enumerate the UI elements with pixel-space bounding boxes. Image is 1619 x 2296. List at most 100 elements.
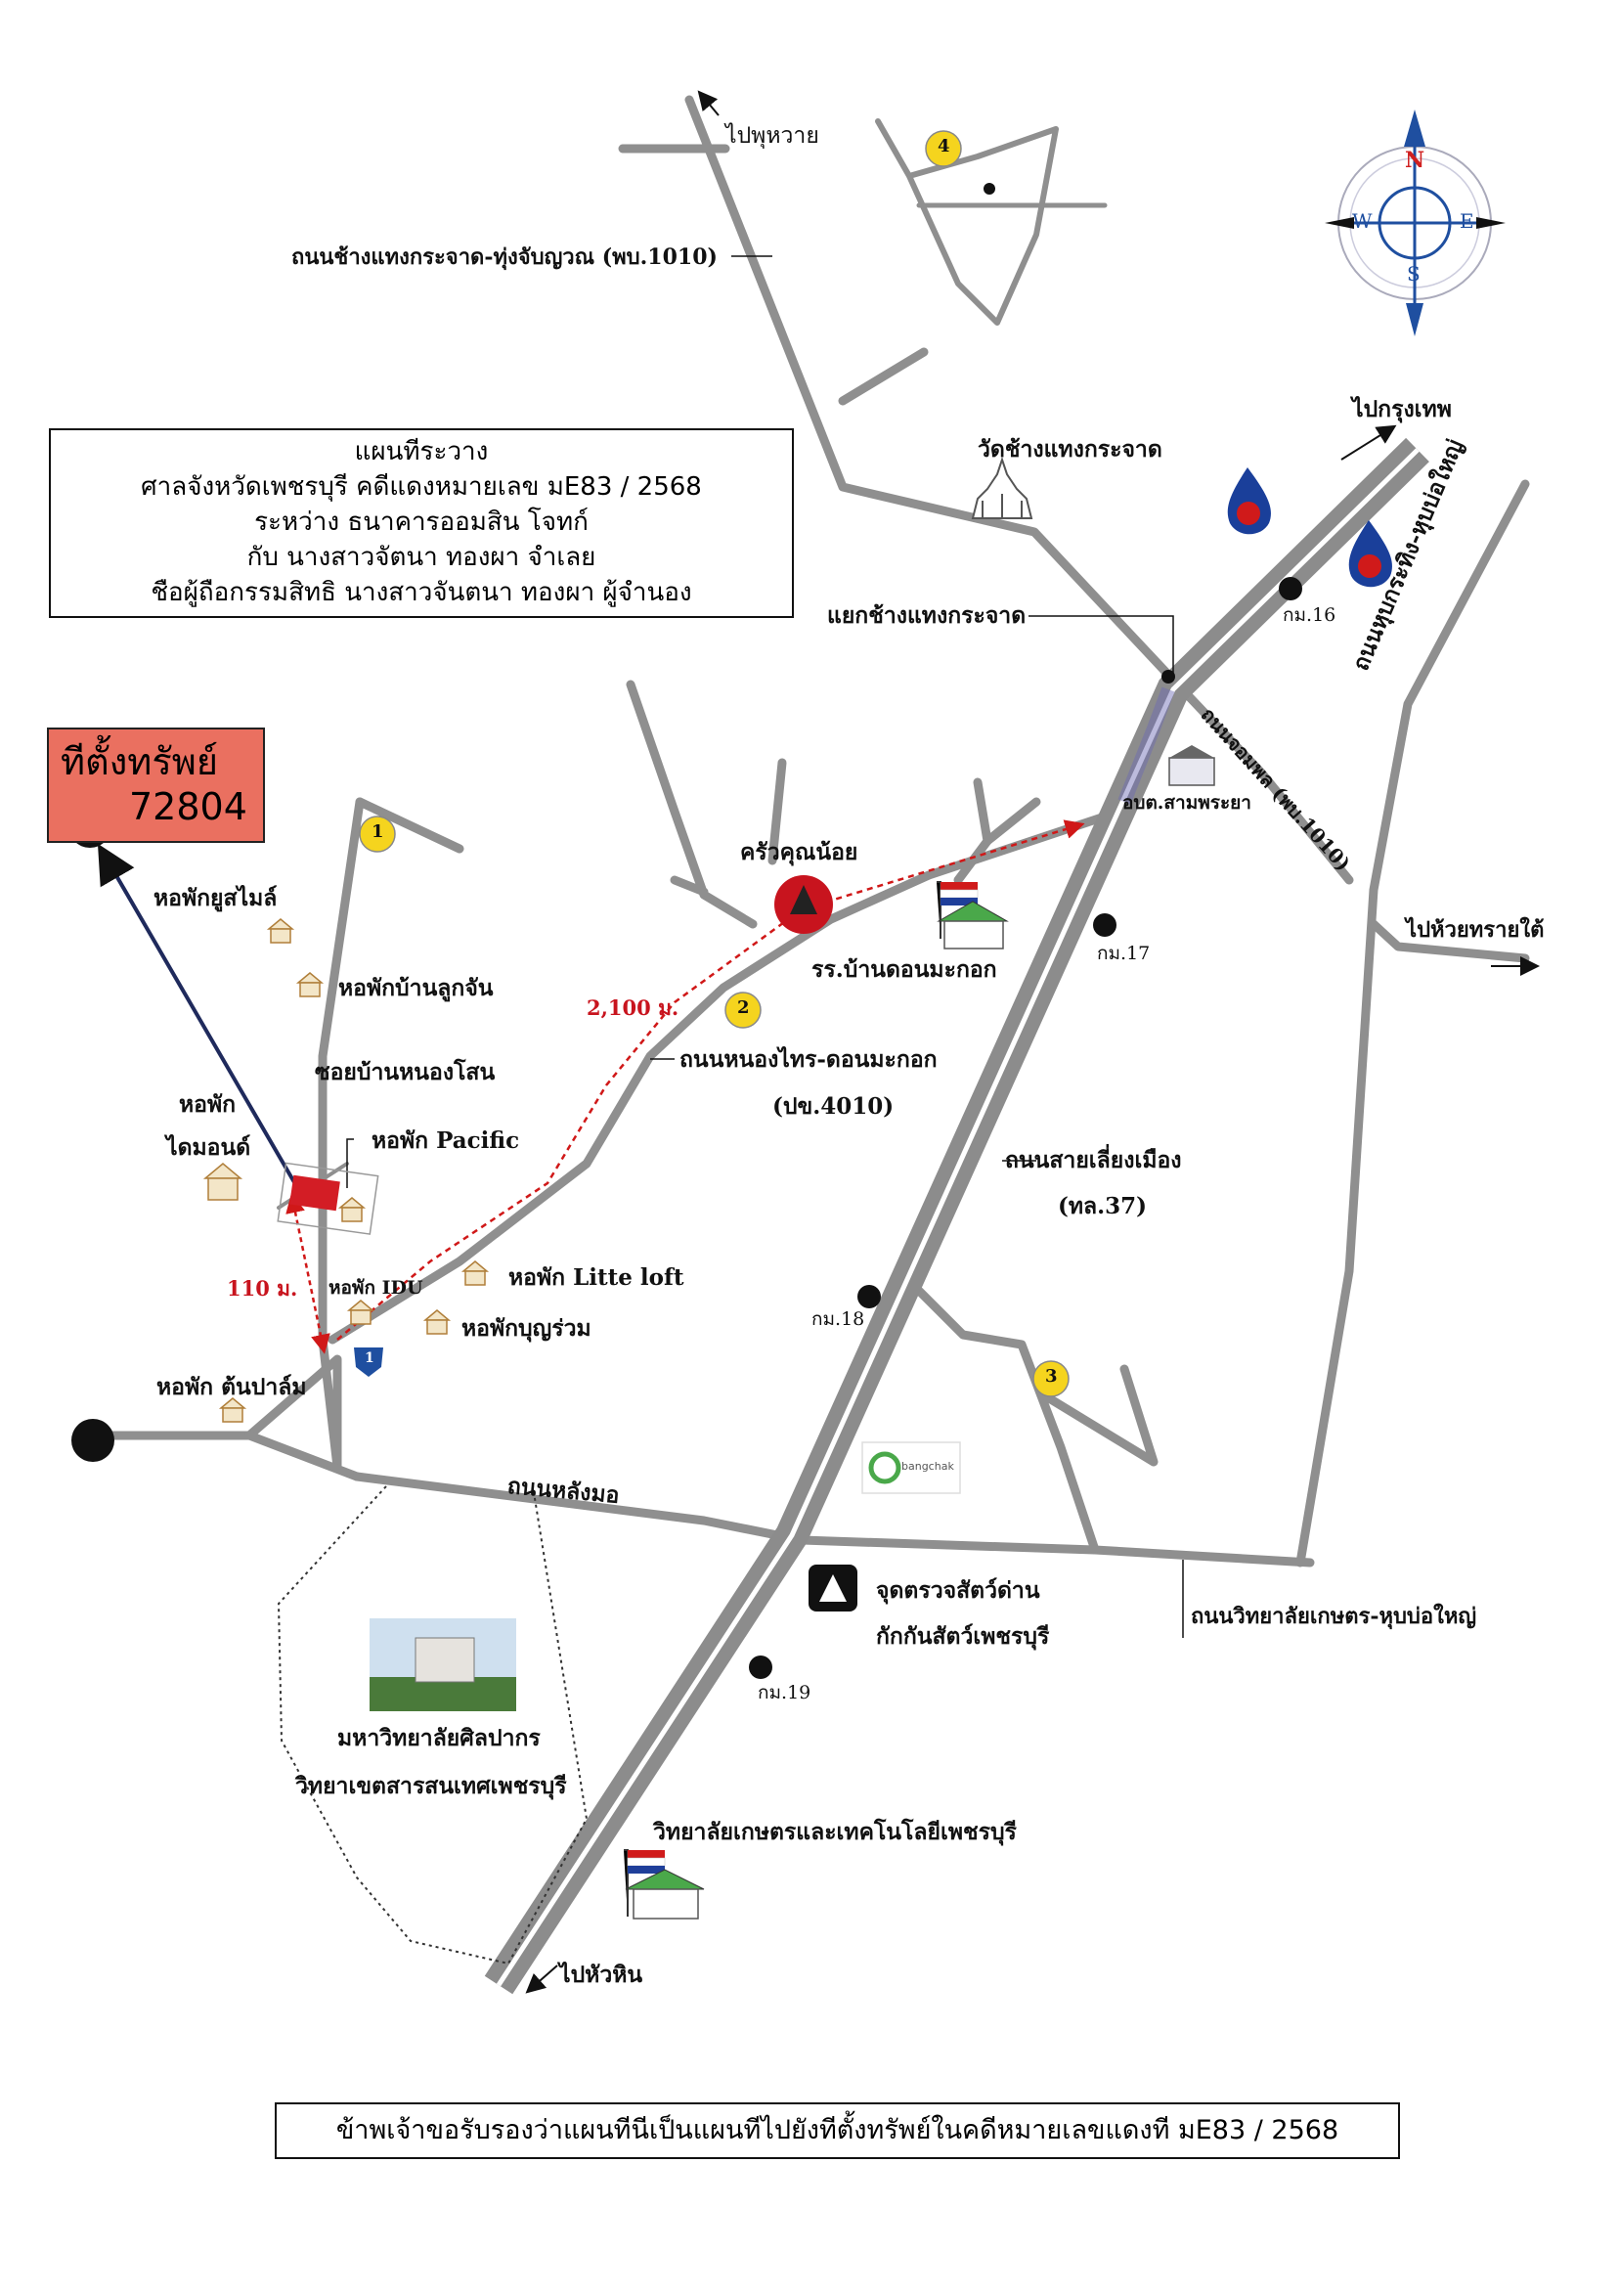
label-km18: กม.18 [811,1308,865,1330]
label-road-bypass: ถนนสายเลี่ยงเมือง [1005,1147,1182,1173]
label-university-1: มหาวิทยาลัยศิลปากร [337,1725,541,1751]
road-west-branch [244,1431,362,1481]
label-khrua: ครัวคุณน้อย [740,839,858,865]
label-dorm-pacific: หอพัก Pacific [372,1127,520,1154]
label-dorm-diamond-2: ไดมอนด์ [166,1134,251,1161]
label-road-kaset: ถนนวิทยาลัยเกษตร-หุบบ่อใหญ่ [1191,1604,1477,1629]
label-km16: กม.16 [1283,604,1336,626]
road-area4-loop [875,118,1059,326]
compass-n: N [1405,148,1425,173]
label-dorm-bun-ruam: หอพักบุญร่วม [461,1315,591,1342]
km18-dot [857,1285,881,1308]
road-fork-top-b [983,797,1041,846]
school-icon [624,1849,705,1920]
dorm-icon [202,1163,243,1201]
label-distance-2100: 2,100 ม. [587,995,679,1020]
road-to-huai-sai [1369,919,1530,963]
marker-2-label: 2 [737,997,750,1018]
km17-dot [1093,913,1116,937]
restaurant-icon [774,875,833,934]
compass-w: W [1352,209,1373,233]
obt-building-icon [1168,745,1215,786]
road-khrua-branch-c [767,758,787,865]
title-line-3: ระหว่าง ธนาคารออมสิน โจทก์ [254,508,589,537]
km16-dot [1279,577,1302,600]
marker-1 [359,816,396,853]
marker-4-label: 4 [938,136,950,156]
label-to-phu-kwai: ไปพุหวาย [725,123,819,149]
road-soi-branch-top [355,797,464,854]
label-checkpoint-1: จุดตรวจสัตว์ด่าน [876,1577,1040,1604]
marker-4 [925,130,962,167]
label-to-bangkok: ไปกรุงเทพ [1352,396,1452,422]
route-distance-2100 [336,819,1085,1341]
label-distance-110: 110 ม. [227,1276,298,1301]
label-road-1010: ถนนช้างแทงกระจาด-ทุ่งจับญวณ (พบ.1010) [291,244,718,270]
label-dorm-ton-palm: หอพัก ต้นปาล์ม [156,1374,307,1400]
bangchak-logo [861,1441,961,1494]
label-college: วิทยาลัยเกษตรและเทคโนโลยีเพชรบุรี [653,1819,1017,1845]
label-university-2: วิทยาเขตสารสนเทศเพชรบุรี [295,1773,567,1799]
label-dorm-u-style: หอพักยูสไมล์ [153,885,278,911]
university-photo [370,1618,516,1711]
ptt-station-icon [1348,520,1392,588]
route-shield-icon [354,1347,383,1377]
label-soi-nong-son: ซอยบ้านหนองโสน [315,1059,496,1085]
dorm-icon [337,1197,367,1222]
dorm-icon [422,1309,452,1335]
property-deed-number: 72804 [129,785,247,828]
dorm-icon [218,1397,247,1423]
label-road-nong-sai: ถนนหนองไทร-ดอนมะกอก [679,1046,938,1073]
ptt-station-icon [1227,467,1271,535]
title-line-2: ศาลจังหวัดเพชรบุรี คดีแดงหมายเลข มE83 / … [141,472,702,502]
checkpoint-icon [809,1565,857,1612]
label-dorm-diamond-1: หอพัก [179,1091,237,1118]
label-km17: กม.17 [1097,943,1151,964]
junction-dot [1161,670,1175,684]
road-khrua-branch-b [670,875,709,897]
route-shield-number: 1 [365,1350,374,1366]
label-obt: อบต.สามพระยา [1122,792,1251,814]
road-khrua-branch-a [626,680,758,929]
title-line-5: ชือผู้ถือกรรมสิทธิ นางสาวจันตนา ทองผา ผู… [151,578,692,607]
label-dorm-litte-loft: หอพัก Litte loft [508,1264,684,1291]
label-bangchak: bangchak [901,1460,954,1473]
road-branch-3b [1036,1364,1159,1467]
marker-3-label: 3 [1045,1366,1058,1387]
property-location-box: ทีตั้งทรัพย์ 72804 [47,728,265,843]
label-road-nong-sai-code: (ปข.4010) [772,1093,895,1120]
leader-lines [318,255,1184,1638]
university-boundary [277,1485,589,1965]
route-distance-110 [285,1193,330,1354]
road-lang-mo [352,1472,1315,1567]
road-branch-3 [914,1286,1100,1555]
compass-e: E [1460,209,1474,233]
dorm-icons [202,918,490,1423]
road-hup-bo-yai [1295,479,1530,1567]
map-title-box: แผนทีระวาง ศาลจังหวัดเพชรบุรี คดีแดงหมาย… [49,428,794,618]
marker-2 [724,992,762,1029]
marker-1-label: 1 [372,821,384,842]
direction-arrows [525,90,1540,1994]
dorm-icon [266,918,295,944]
label-to-hua-hin: ไปหัวหิน [559,1962,643,1988]
location-pin [71,1419,114,1462]
label-dorm-luk-chan: หอพักบ้านลูกจัน [338,975,494,1001]
temple-icon [971,456,1033,519]
road-west [88,1354,342,1472]
road-side-branch [838,347,929,406]
compass-s: S [1407,262,1421,286]
school-icon [937,881,1009,949]
dorm-icon [460,1260,490,1286]
road-1010-north [684,95,1173,680]
label-km19: กม.19 [758,1682,811,1703]
road-nong-sai [328,812,1110,1345]
label-checkpoint-2: กักกันสัตว์เพชรบุรี [876,1623,1050,1650]
roads [88,95,1530,1567]
property-pointer-arrow [97,843,307,1203]
road-jompon [1163,670,1354,885]
label-junction: แยกช้างแทงกระจาด [827,602,1027,629]
dorm-icon [346,1300,375,1325]
marker-3 [1032,1360,1070,1397]
